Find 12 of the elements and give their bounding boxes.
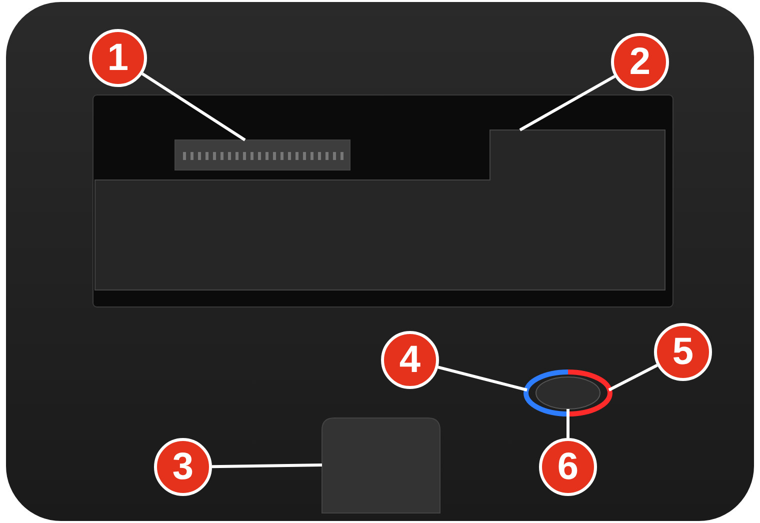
drive-tray	[94, 130, 666, 290]
leader-line	[438, 366, 528, 392]
led-light	[568, 370, 612, 416]
eject-button	[322, 418, 440, 514]
leader-line	[142, 72, 246, 142]
led-light	[524, 370, 568, 416]
leader-line	[519, 75, 616, 132]
power-button	[536, 376, 600, 410]
leader-line	[608, 364, 658, 392]
leader-line	[566, 409, 570, 438]
sata-connector	[174, 140, 350, 170]
leader-line	[212, 464, 322, 468]
